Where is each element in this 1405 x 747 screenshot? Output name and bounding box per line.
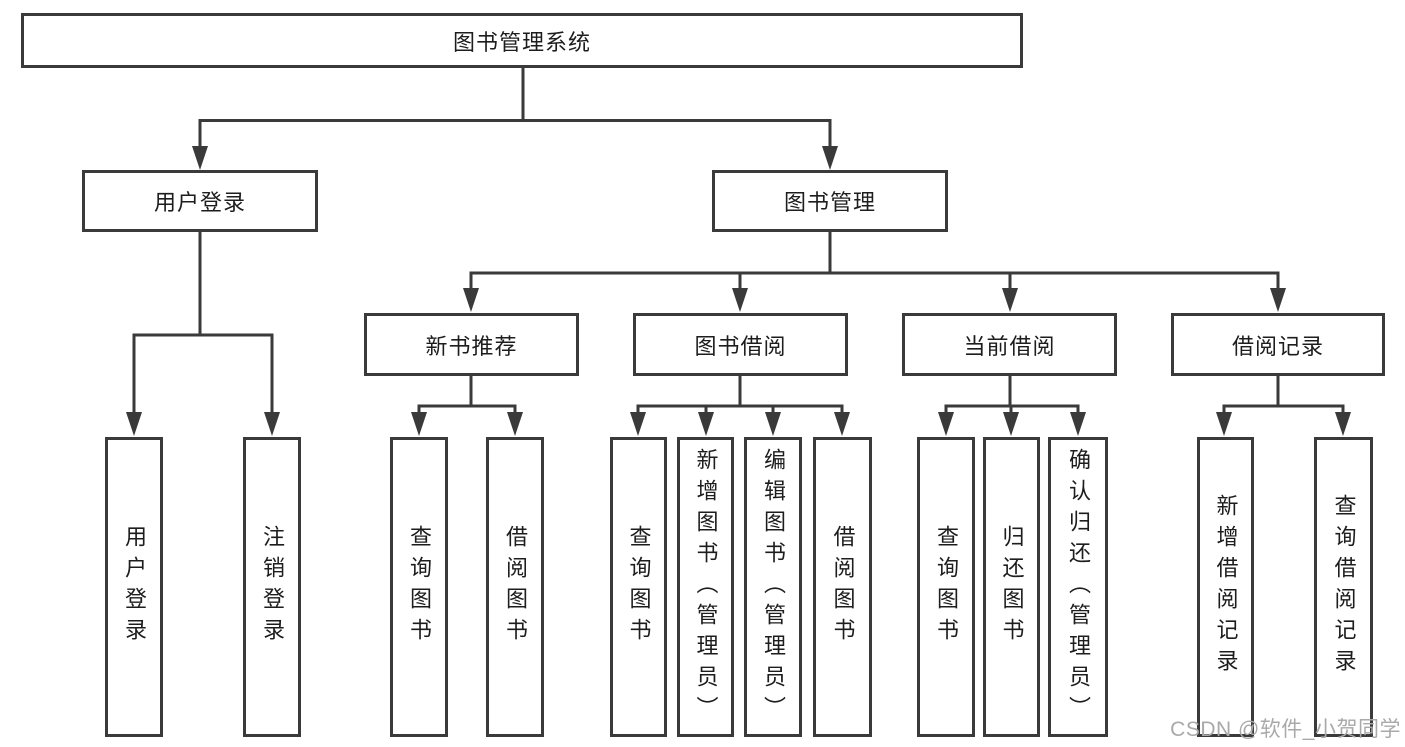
leaf-borrow-books-borrowing: 借阅图书 bbox=[813, 437, 872, 737]
node-library-system: 图书管理系统 bbox=[21, 13, 1023, 68]
leaf-query-books-current: 查询图书 bbox=[917, 437, 975, 737]
leaf-return-books-label: 归还图书 bbox=[999, 525, 1025, 649]
node-new-book-recommendation: 新书推荐 bbox=[364, 313, 579, 376]
node-current-borrowing-label: 当前借阅 bbox=[963, 333, 1056, 359]
node-book-borrowing: 图书借阅 bbox=[633, 313, 848, 376]
node-borrowing-records: 借阅记录 bbox=[1171, 313, 1385, 376]
leaf-query-books-recommend: 查询图书 bbox=[390, 437, 448, 737]
csdn-watermark: CSDN @软件_小贺同学 bbox=[1170, 718, 1401, 741]
node-book-management: 图书管理 bbox=[712, 170, 948, 232]
leaf-edit-books-admin: 编辑图书（管理员） bbox=[744, 437, 802, 737]
leaf-borrow-books-borrowing-label: 借阅图书 bbox=[830, 525, 856, 649]
node-user-login-group-label: 用户登录 bbox=[153, 190, 246, 215]
leaf-return-books: 归还图书 bbox=[983, 437, 1040, 737]
node-book-management-label: 图书管理 bbox=[783, 190, 876, 215]
leaf-query-books-recommend-label: 查询图书 bbox=[407, 525, 432, 649]
leaf-borrow-books-recommend-label: 借阅图书 bbox=[503, 525, 528, 649]
node-book-borrowing-label: 图书借阅 bbox=[694, 333, 787, 359]
leaf-add-books-admin-label: 新增图书（管理员） bbox=[693, 447, 719, 727]
leaf-query-books-borrowing: 查询图书 bbox=[610, 437, 667, 737]
node-borrowing-records-label: 借阅记录 bbox=[1231, 333, 1324, 359]
node-new-book-recommendation-label: 新书推荐 bbox=[425, 333, 518, 359]
node-library-system-label: 图书管理系统 bbox=[452, 29, 591, 55]
leaf-borrow-books-recommend: 借阅图书 bbox=[486, 437, 544, 737]
leaf-user-login-label: 用户登录 bbox=[122, 525, 147, 649]
leaf-logout: 注销登录 bbox=[243, 437, 301, 737]
leaf-logout-label: 注销登录 bbox=[260, 525, 285, 649]
leaf-add-borrow-record: 新增借阅记录 bbox=[1197, 437, 1254, 737]
leaf-query-borrow-record: 查询借阅记录 bbox=[1314, 437, 1373, 737]
leaf-confirm-return-admin-label: 确认归还（管理员） bbox=[1066, 447, 1091, 727]
leaf-add-books-admin: 新增图书（管理员） bbox=[677, 437, 734, 737]
leaf-edit-books-admin-label: 编辑图书（管理员） bbox=[761, 447, 786, 727]
node-current-borrowing: 当前借阅 bbox=[902, 313, 1117, 376]
node-user-login-group: 用户登录 bbox=[82, 170, 318, 232]
leaf-confirm-return-admin: 确认归还（管理员） bbox=[1048, 437, 1108, 737]
leaf-user-login: 用户登录 bbox=[105, 437, 163, 737]
leaf-add-borrow-record-label: 新增借阅记录 bbox=[1213, 494, 1239, 680]
leaf-query-books-current-label: 查询图书 bbox=[934, 525, 959, 649]
arrowheads bbox=[126, 146, 1351, 436]
leaf-query-borrow-record-label: 查询借阅记录 bbox=[1331, 494, 1357, 680]
leaf-query-books-borrowing-label: 查询图书 bbox=[626, 525, 652, 649]
